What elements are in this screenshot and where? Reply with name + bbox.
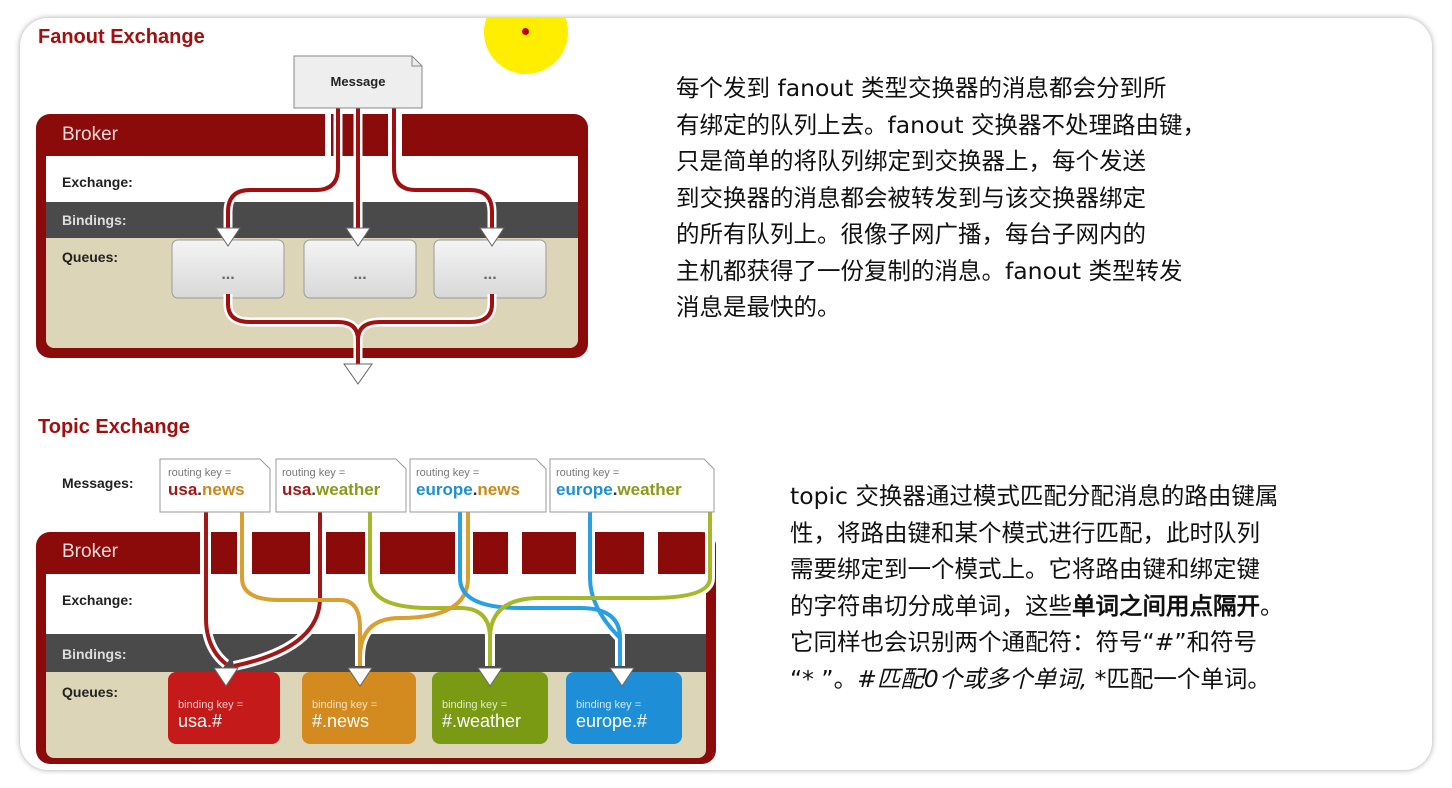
fanout-bindings-label: Bindings: <box>62 212 127 228</box>
routing-key-part2: weather <box>617 480 682 499</box>
topic-message-2: routing key = usa.weather <box>282 467 406 500</box>
binding-key-value: europe.# <box>576 711 648 731</box>
fanout-message-doc <box>293 55 423 109</box>
fanout-queue-3-text: ... <box>483 266 497 283</box>
topic-message-4: routing key = europe.weather <box>556 467 714 500</box>
topic-arrow-3 <box>477 667 503 687</box>
fanout-queue-2-text: ... <box>353 266 367 283</box>
topic-messages-label: Messages: <box>62 475 134 491</box>
topic-queue-1-content: binding key = usa.# <box>178 699 278 732</box>
topic-queue-1 <box>168 672 280 744</box>
topic-desc-line-6: “* ”。#匹配0个或多个单词, *匹配一个单词。 <box>790 661 1284 698</box>
topic-queue-3 <box>432 672 548 744</box>
topic-msg-doc-3 <box>409 458 547 513</box>
topic-desc-text: 的字符串切分成单词，这些 <box>790 591 1072 620</box>
topic-msg-doc-2 <box>275 458 407 513</box>
routing-key-label: routing key = <box>168 467 232 479</box>
topic-queue-4 <box>566 672 682 744</box>
topic-msg-doc-4 <box>549 458 715 513</box>
routing-key-part1: europe <box>556 480 613 499</box>
routing-key-label: routing key = <box>282 467 346 479</box>
fanout-desc-line: 每个发到 fanout 类型交换器的消息都会分到所 <box>676 74 1167 102</box>
topic-arrow-4 <box>609 667 635 687</box>
topic-queues-label: Queues: <box>62 684 119 700</box>
topic-description: topic 交换器通过模式匹配分配消息的路由键属 性，将路由键和某个模式进行匹配… <box>790 478 1284 697</box>
topic-message-1: routing key = usa.news <box>168 467 272 500</box>
fanout-exchange-label: Exchange: <box>62 174 133 190</box>
topic-desc-bold: 单词之间用点隔开 <box>1072 591 1260 620</box>
topic-desc-line: topic 交换器通过模式匹配分配消息的路由键属 <box>790 482 1279 510</box>
topic-desc-text: “* ”。 <box>790 664 858 693</box>
topic-desc-text: 。 <box>1260 591 1284 620</box>
binding-key-label: binding key = <box>312 699 378 711</box>
topic-desc-line: 需要绑定到一个模式上。它将路由键和绑定键 <box>790 555 1260 583</box>
fanout-desc-line: 主机都获得了一份复制的消息。fanout 类型转发 <box>676 256 1183 285</box>
routing-key-dot: . <box>197 480 203 499</box>
fanout-queues-label: Queues: <box>62 249 119 265</box>
topic-arrow-2 <box>347 667 373 687</box>
fanout-queue-1-text: ... <box>221 266 235 283</box>
fanout-broker-label: Broker <box>62 124 118 145</box>
routing-key-dot: . <box>612 480 618 499</box>
pointer-dot <box>522 28 529 35</box>
binding-key-value: #.weather <box>442 711 522 731</box>
topic-broker-label: Broker <box>62 541 118 562</box>
topic-bindings-row <box>46 634 706 672</box>
topic-desc-line: 性，将路由键和某个模式进行匹配，此时队列 <box>790 518 1260 547</box>
binding-key-label: binding key = <box>178 699 244 711</box>
routing-key-part1: usa <box>168 480 198 499</box>
topic-exchange-label: Exchange: <box>62 592 133 608</box>
topic-title: Topic Exchange <box>38 416 190 438</box>
fanout-arrow-1 <box>215 227 241 247</box>
routing-key-part2: weather <box>316 480 381 499</box>
binding-key-label: binding key = <box>576 699 642 711</box>
routing-key-dot: . <box>311 480 317 499</box>
binding-key-label: binding key = <box>442 699 508 711</box>
fanout-arrow-out <box>343 363 373 385</box>
topic-desc-italic: #匹配0个或多个单词, <box>857 664 1088 693</box>
fanout-desc-line: 到交换器的消息都会被转发到与该交换器绑定 <box>676 183 1146 212</box>
fanout-arrow-2 <box>345 227 371 247</box>
fanout-arrow-3 <box>479 227 505 247</box>
topic-diagram <box>36 458 716 764</box>
topic-desc-line: 它同样也会识别两个通配符：符号“#”和符号 <box>790 628 1258 656</box>
fanout-desc-line: 的所有队列上。很像子网广播，每台子网内的 <box>676 220 1146 248</box>
topic-queue-2 <box>302 672 416 744</box>
fanout-desc-line: 只是简单的将队列绑定到交换器上，每个发送 <box>676 147 1146 175</box>
fanout-desc-line: 消息是最快的。 <box>676 293 841 321</box>
fanout-title: Fanout Exchange <box>38 26 205 48</box>
topic-bindings-label: Bindings: <box>62 646 127 662</box>
topic-desc-text: *匹配一个单词。 <box>1087 664 1271 693</box>
binding-key-value: usa.# <box>178 711 223 731</box>
fanout-message-label: Message <box>330 74 386 89</box>
routing-key-label: routing key = <box>556 467 620 479</box>
topic-arrow-1 <box>213 667 239 687</box>
fanout-description: 每个发到 fanout 类型交换器的消息都会分到所 有绑定的队列上去。fanou… <box>676 70 1206 326</box>
routing-key-part2: news <box>202 480 245 499</box>
slide: Fanout Exchange <box>20 18 1432 770</box>
routing-key-part1: usa <box>282 480 312 499</box>
routing-key-dot: . <box>472 480 478 499</box>
topic-queue-4-content: binding key = europe.# <box>576 699 680 732</box>
topic-desc-line-4: 的字符串切分成单词，这些单词之间用点隔开。 <box>790 588 1284 625</box>
fanout-diagram <box>36 55 588 385</box>
topic-queue-2-content: binding key = #.news <box>312 699 412 732</box>
topic-queue-3-content: binding key = #.weather <box>442 699 546 732</box>
routing-key-part2: news <box>477 480 520 499</box>
fanout-desc-line: 有绑定的队列上去。fanout 交换器不处理路由键， <box>676 110 1207 139</box>
binding-key-value: #.news <box>312 711 370 731</box>
topic-message-3: routing key = europe.news <box>416 467 546 500</box>
routing-key-part1: europe <box>416 480 473 499</box>
routing-key-label: routing key = <box>416 467 480 479</box>
topic-msg-doc-1 <box>159 458 271 513</box>
